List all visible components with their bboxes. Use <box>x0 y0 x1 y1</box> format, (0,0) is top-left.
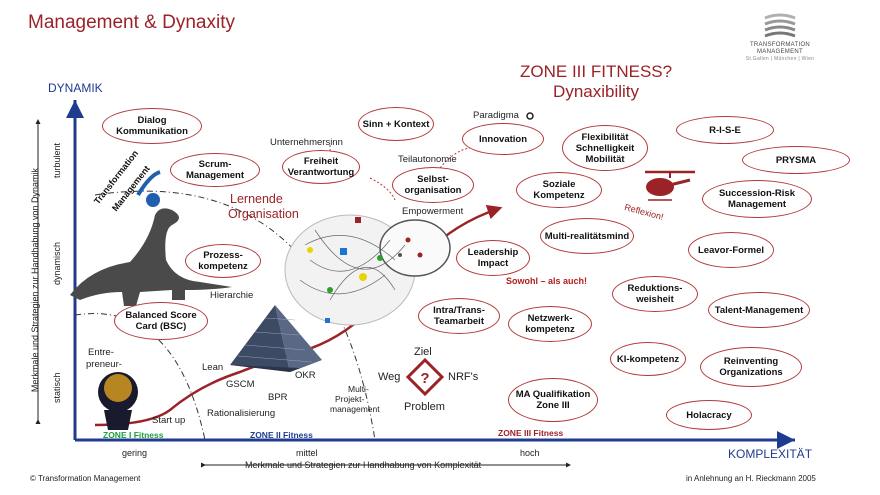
label-sowohl: Sowohl – als auch! <box>506 276 588 286</box>
label-nrfs: NRF's <box>448 371 479 383</box>
label-lean: Lean <box>202 362 224 373</box>
ellipse-flexibilitaet: Flexibilität Schnelligkeit Mobilität <box>562 125 648 171</box>
ellipse-sinn: Sinn + Kontext <box>358 107 434 141</box>
y-level-statisch: statisch <box>52 372 62 403</box>
label-empowerment: Empowerment <box>402 206 464 217</box>
ellipse-bsc: Balanced Score Card (BSC) <box>114 302 208 340</box>
x-level-mittel: mittel <box>296 448 318 458</box>
label-problem: Problem <box>404 401 445 413</box>
label-teilautonomie: Teilautonomie <box>398 154 457 165</box>
footer-copyright: © Transformation Management <box>30 474 141 483</box>
footer-source: in Anlehnung an H. Rieckmann 2005 <box>686 474 816 483</box>
zone-i-boundary <box>74 313 206 441</box>
label-bpr: BPR <box>268 392 288 403</box>
zone-ii-label: ZONE II Fitness <box>250 430 313 440</box>
y-level-turbulent: turbulent <box>52 142 62 178</box>
ellipse-multirealitaet: Multi-realitätsmind <box>540 218 634 254</box>
y-axis-title: DYNAMIK <box>48 81 103 95</box>
label-multi: Multi- <box>348 384 369 394</box>
question-diamond-icon: ? <box>405 357 445 397</box>
label-management: management <box>330 404 380 414</box>
dinosaur-icon <box>70 208 232 306</box>
network-cloud-icon <box>284 214 451 326</box>
label-okr: OKR <box>295 370 316 381</box>
label-lernende: Lernende <box>230 192 283 206</box>
ellipse-innovation: Innovation <box>462 123 544 155</box>
ellipse-netzwerk: Netzwerk-kompetenz <box>508 306 592 342</box>
ellipse-leavor: Leavor-Formel <box>688 232 774 268</box>
x-level-gering: gering <box>122 448 148 458</box>
ellipse-scrum: Scrum-Management <box>170 153 260 187</box>
pyramid-icon <box>230 305 322 372</box>
zone-iii-title: ZONE III FITNESS? Dynaxibility <box>520 62 672 102</box>
zone-iii-label: ZONE III Fitness <box>498 428 564 438</box>
paradigma-icon <box>526 112 534 120</box>
label-paradigma: Paradigma <box>473 110 519 121</box>
page-title: Management & Dynaxity <box>28 12 235 33</box>
logo: TRANSFORMATION MANAGEMENT St.Gallen | Mü… <box>735 12 825 62</box>
ellipse-reduktion: Reduktions-weisheit <box>612 276 698 312</box>
logo-text-2: MANAGEMENT <box>756 49 803 55</box>
zone-iii-title-line2: Dynaxibility <box>553 82 640 101</box>
label-hierarchie: Hierarchie <box>210 290 254 301</box>
ellipse-freiheit: Freiheit Verantwortung <box>282 150 360 184</box>
zone-iii-title-line1: ZONE III FITNESS? <box>520 62 673 81</box>
ellipse-dialog: Dialog Kommunikation <box>102 108 202 144</box>
ellipse-leadership: Leadership Impact <box>456 240 530 276</box>
helicopter-icon <box>645 170 695 201</box>
ellipse-rise: R-I-S-E <box>676 116 774 144</box>
label-preneur: preneur- <box>86 359 122 370</box>
label-ziel: Ziel <box>414 346 432 358</box>
ellipse-selbstorganisation: Selbst-organisation <box>392 167 474 203</box>
ellipse-intra: Intra/Trans-Teamarbeit <box>418 298 500 334</box>
label-entre: Entre- <box>88 347 114 358</box>
logo-text-3: St.Gallen | München | Wien <box>745 56 815 62</box>
label-startup: Start up <box>152 415 186 426</box>
ellipse-reinventing: Reinventing Organizations <box>700 347 802 387</box>
x-axis-caption: Merkmale und Strategien zur Handhabung v… <box>245 460 482 470</box>
y-level-dynamisch: dynamisch <box>52 241 62 285</box>
ellipse-succession: Succession-Risk Management <box>702 180 812 218</box>
zone-ii-boundary <box>94 190 376 441</box>
ellipse-soziale: Soziale Kompetenz <box>516 172 602 208</box>
zone-i-label: ZONE I Fitness <box>103 430 164 440</box>
label-organisation: Organisation <box>228 207 299 221</box>
y-axis-caption: Merkmale und Strategien zur Handhabung v… <box>30 167 40 393</box>
brain-head-icon <box>98 372 138 430</box>
ellipse-ma-qualifikation: MA Qualifikation Zone III <box>508 378 598 422</box>
logo-mark-icon <box>764 13 796 38</box>
logo-text-1: TRANSFORMATION <box>749 42 811 48</box>
label-projekt: Projekt- <box>335 394 365 404</box>
x-level-hoch: hoch <box>520 448 540 458</box>
label-gscm: GSCM <box>226 379 255 390</box>
ellipse-talent: Talent-Management <box>708 292 810 328</box>
ellipse-prozess: Prozess-kompetenz <box>185 244 261 278</box>
label-rationalisierung: Rationalisierung <box>207 408 276 419</box>
transformation-figure-icon <box>136 170 161 207</box>
svg-text:?: ? <box>420 370 429 387</box>
ellipse-prysma: PRYSMA <box>742 146 850 174</box>
ellipse-ki: KI-kompetenz <box>610 342 686 376</box>
x-axis-title: KOMPLEXITÄT <box>728 447 813 461</box>
ellipse-holacracy: Holacracy <box>666 400 752 430</box>
label-unternehmersinn: Unternehmersinn <box>270 137 343 148</box>
label-weg: Weg <box>378 371 401 383</box>
